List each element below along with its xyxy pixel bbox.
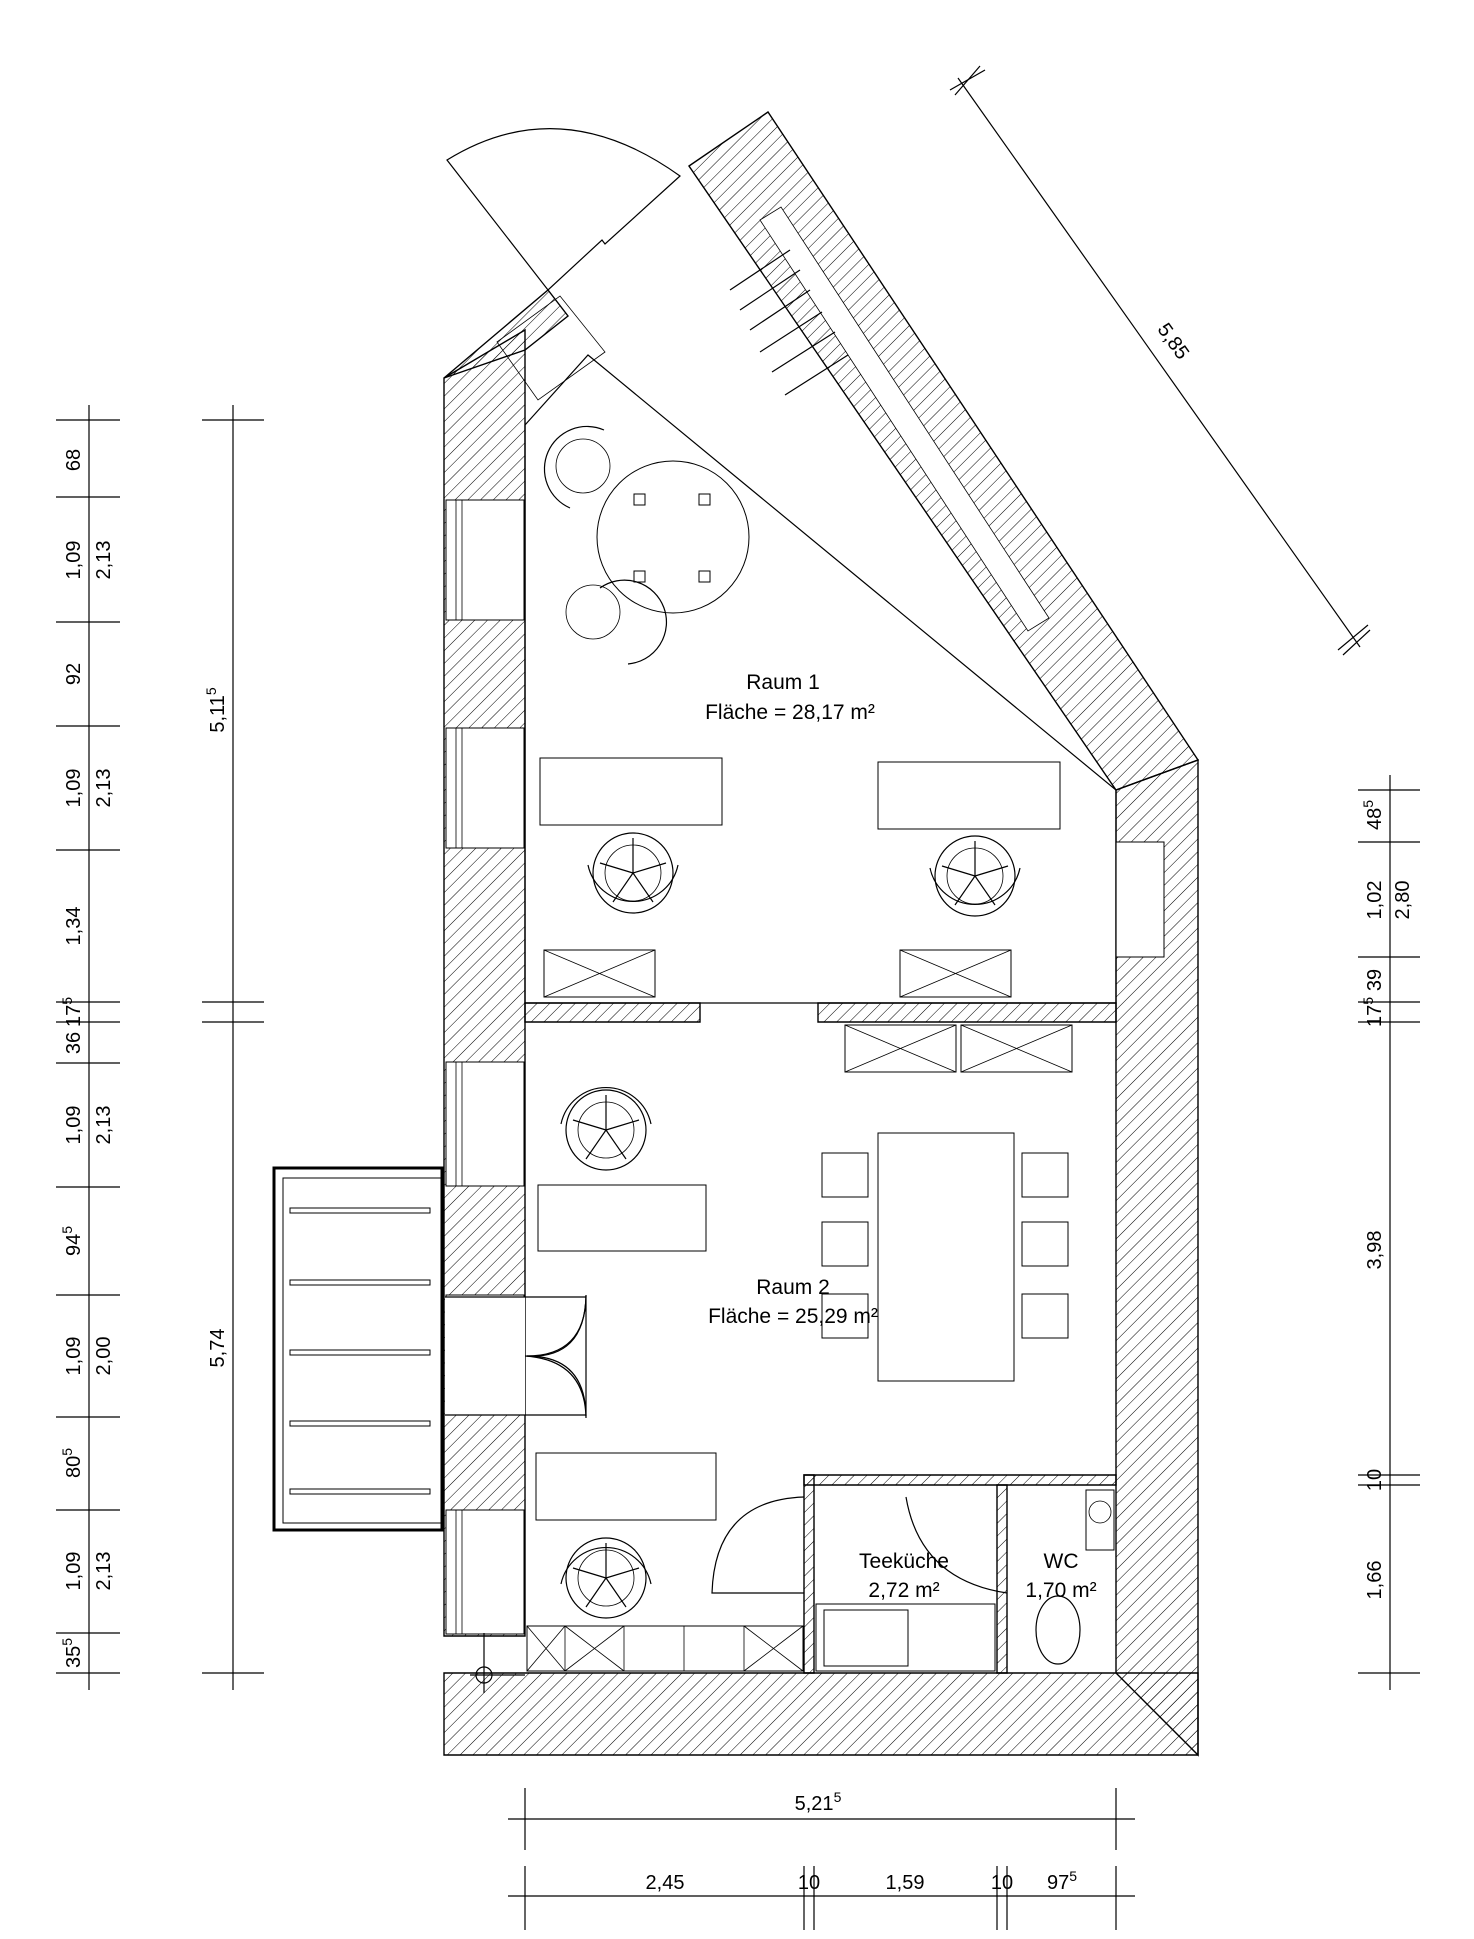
svg-text:805: 805 <box>59 1448 85 1478</box>
svg-text:945: 945 <box>59 1226 85 1256</box>
svg-text:1,02: 1,02 <box>1364 881 1386 920</box>
doors <box>445 1003 1008 1594</box>
svg-text:1,09: 1,09 <box>63 1337 85 1376</box>
room2-area: Fläche = 25,29 m² <box>708 1305 878 1328</box>
svg-text:175: 175 <box>1360 997 1386 1027</box>
room1-area: Fläche = 28,17 m² <box>705 701 875 724</box>
desk-2 <box>877 761 1061 830</box>
balcony <box>272 1166 444 1532</box>
svg-text:2,00: 2,00 <box>93 1337 115 1376</box>
office-chair-2 <box>929 835 1021 917</box>
kitchen-area: 2,72 m² <box>868 1579 939 1602</box>
cabinet-2 <box>899 949 1012 998</box>
office-chair-3 <box>560 1087 652 1171</box>
wall-top-left-angle <box>443 288 569 379</box>
bay-inner <box>496 295 606 401</box>
svg-text:2,45: 2,45 <box>646 1872 685 1894</box>
meeting-table <box>877 1132 1015 1382</box>
svg-text:2,13: 2,13 <box>93 769 115 808</box>
wc-fixtures <box>1035 1489 1115 1665</box>
round-table <box>596 460 750 614</box>
stair-ticks <box>729 249 849 396</box>
room1-outline <box>524 354 1117 1004</box>
bottom-shelf <box>526 1625 804 1672</box>
room2-name: Raum 2 <box>756 1276 830 1299</box>
dim-right: 485 1,02 2,80 39 175 3,98 10 1,66 <box>1358 775 1420 1690</box>
wc-area: 1,70 m² <box>1025 1579 1096 1602</box>
svg-text:36: 36 <box>63 1032 85 1054</box>
dim-diagonal-label: 5,85 <box>1153 319 1194 363</box>
svg-text:3,98: 3,98 <box>1364 1231 1386 1270</box>
svg-text:975: 975 <box>1047 1868 1077 1894</box>
desk-3 <box>537 1184 707 1252</box>
svg-text:5,115: 5,115 <box>203 687 229 732</box>
kitchen-name: Teeküche <box>859 1550 949 1573</box>
svg-text:2,13: 2,13 <box>93 1106 115 1145</box>
svg-text:1,34: 1,34 <box>63 907 85 946</box>
desk-1 <box>539 757 723 826</box>
window-right <box>1115 841 1165 958</box>
svg-text:5,74: 5,74 <box>207 1329 229 1368</box>
cabinet-4 <box>960 1024 1073 1073</box>
cabinet-3 <box>844 1024 957 1073</box>
wc-name: WC <box>1044 1550 1079 1573</box>
room2-furniture <box>526 1024 1073 1672</box>
office-chair-4 <box>560 1537 652 1619</box>
wall-kitchen-left <box>803 1474 815 1674</box>
dim-left-inner: 2,13 2,13 2,13 2,00 2,13 <box>93 541 115 1591</box>
svg-text:1,09: 1,09 <box>63 769 85 808</box>
dim-left-total: 5,115 5,74 <box>202 405 264 1690</box>
svg-text:10: 10 <box>798 1872 820 1894</box>
svg-text:485: 485 <box>1360 800 1386 830</box>
axis-marker <box>470 1633 525 1693</box>
wall-wc-left <box>996 1484 1008 1674</box>
wall-kitchen-top <box>803 1474 1117 1486</box>
window-diagonal <box>759 206 1050 632</box>
svg-text:2,80: 2,80 <box>1392 881 1414 920</box>
svg-text:2,13: 2,13 <box>93 541 115 580</box>
cabinet-1 <box>543 949 656 998</box>
svg-text:10: 10 <box>991 1872 1013 1894</box>
svg-text:2,13: 2,13 <box>93 1552 115 1591</box>
svg-text:1,09: 1,09 <box>63 1552 85 1591</box>
svg-text:1,09: 1,09 <box>63 1106 85 1145</box>
dim-bottom: 2,45 10 1,59 10 975 <box>508 1866 1135 1930</box>
dim-bottom-total: 5,215 <box>508 1788 1135 1850</box>
svg-text:1,09: 1,09 <box>63 541 85 580</box>
svg-text:175: 175 <box>59 997 85 1027</box>
wall-partition-left <box>524 1002 701 1023</box>
room1-furniture <box>539 425 1061 998</box>
dim-left-outer: 68 1,09 92 1,09 1,34 175 36 1,09 945 1,0… <box>56 405 120 1690</box>
svg-text:1,59: 1,59 <box>886 1872 925 1894</box>
svg-text:1,66: 1,66 <box>1364 1561 1386 1600</box>
kitchen-fixtures <box>815 1603 996 1672</box>
bay-curve <box>446 128 681 291</box>
desk-4 <box>535 1452 717 1521</box>
svg-text:10: 10 <box>1364 1469 1386 1491</box>
svg-text:92: 92 <box>63 663 85 685</box>
room1-name: Raum 1 <box>746 671 820 694</box>
svg-text:355: 355 <box>59 1638 85 1668</box>
wall-partition-right <box>817 1002 1117 1023</box>
wall-bottom <box>443 1672 1199 1756</box>
svg-text:5,215: 5,215 <box>795 1789 842 1815</box>
office-chair-1 <box>587 832 679 914</box>
svg-text:68: 68 <box>63 449 85 471</box>
svg-text:39: 39 <box>1364 969 1386 991</box>
